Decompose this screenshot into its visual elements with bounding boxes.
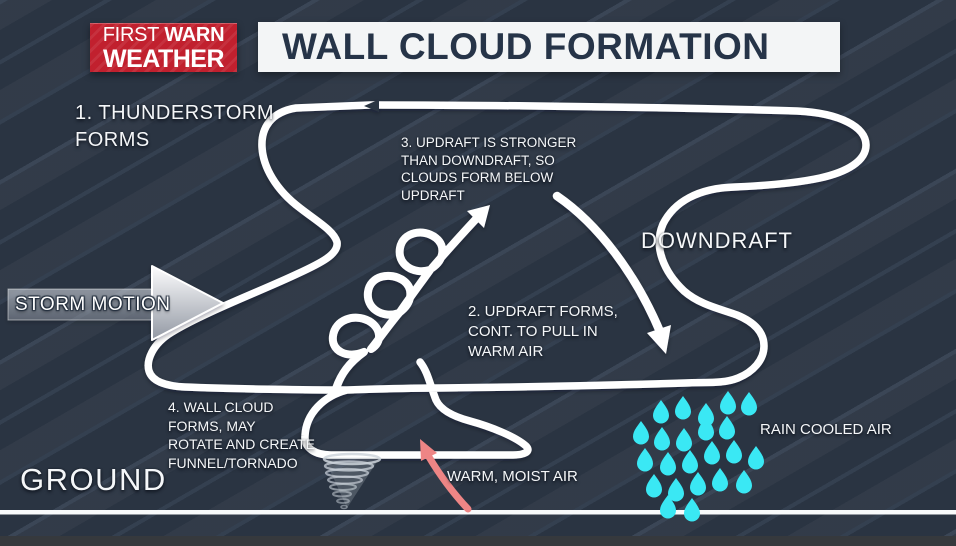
tornado-funnel-icon (322, 452, 382, 510)
annotation-step1-line: FORMS (75, 129, 150, 151)
annotation-step3-line: 3. UPDRAFT IS STRONGER (401, 135, 577, 150)
logo-line2: WEATHER (102, 44, 225, 73)
annotation-step3-line: CLOUDS FORM BELOW (401, 170, 554, 185)
annotation-step1: 1. THUNDERSTORM FORMS (75, 100, 274, 154)
rain-cooled-air-label: RAIN COOLED AIR (760, 421, 892, 438)
raindrop-cluster (633, 391, 764, 522)
storm-motion-arrow-icon (7, 265, 224, 341)
annotation-step2-line: CONT. TO PULL IN (468, 323, 598, 340)
annotation-step4-line: FORMS, MAY (168, 417, 256, 434)
logo-word-first: FIRST (102, 23, 160, 46)
annotation-step4: 4. WALL CLOUD FORMS, MAY ROTATE AND CREA… (168, 398, 315, 472)
title-bar: WALL CLOUD FORMATION (258, 22, 840, 72)
annotation-step3-line: UPDRAFT (401, 187, 465, 203)
first-warn-weather-logo: FIRST WARN WEATHER (90, 23, 237, 72)
annotation-step4-line: ROTATE AND CREATE (168, 436, 316, 452)
annotation-step3: 3. UPDRAFT IS STRONGER THAN DOWNDRAFT, S… (401, 134, 576, 204)
annotation-step1-line: 1. THUNDERSTORM (75, 102, 275, 124)
annotation-step2-line: 2. UPDRAFT FORMS, (468, 303, 618, 320)
annotation-step3-line: THAN DOWNDRAFT, SO (401, 152, 555, 168)
bottom-strip (0, 536, 956, 546)
page-title: WALL CLOUD FORMATION (282, 26, 770, 67)
cloud-outline-path (144, 101, 870, 459)
downdraft-arrow-icon (552, 191, 671, 354)
annotation-step4-line: 4. WALL CLOUD (168, 399, 274, 415)
logo-word-warn: WARN (164, 23, 225, 46)
annotation-step2-line: WARM AIR (468, 343, 544, 360)
ground-line (0, 510, 956, 515)
updraft-spiral-arrow-icon (328, 205, 490, 396)
ground-label: GROUND (20, 462, 167, 497)
annotation-step2: 2. UPDRAFT FORMS, CONT. TO PULL IN WARM … (468, 302, 618, 362)
logo-line1: FIRST WARN (102, 23, 225, 46)
flow-direction-marker-icon (364, 99, 379, 112)
downdraft-label: DOWNDRAFT (641, 228, 793, 253)
storm-motion-label: STORM MOTION (15, 294, 171, 315)
warm-air-arrow-icon (420, 439, 472, 513)
annotation-step4-line: FUNNEL/TORNADO (168, 454, 298, 471)
warm-moist-air-label: WARM, MOIST AIR (447, 468, 578, 485)
